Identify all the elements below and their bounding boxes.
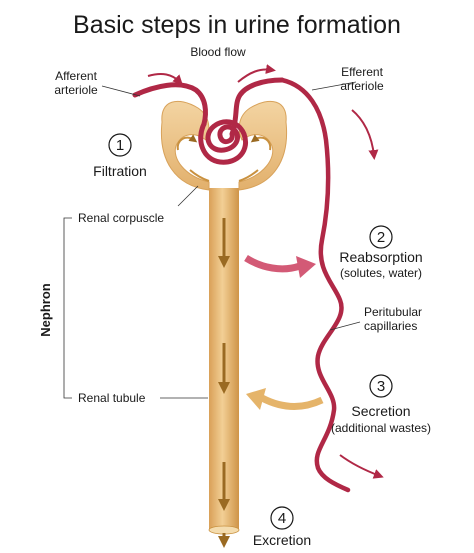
step-number-circle — [270, 506, 294, 530]
venous-flow-arrow — [339, 454, 384, 479]
step-number-circle — [108, 133, 132, 157]
efferent-label-line2: arteriole — [340, 79, 384, 93]
nephron-bracket — [63, 217, 72, 399]
step-number: 3 — [377, 378, 385, 395]
renal-tubule — [208, 188, 240, 548]
step-excretion: 4 Excretion — [253, 506, 311, 548]
step-number-circle — [369, 225, 393, 249]
blood-flow-arrow-in — [147, 73, 183, 85]
step-name: Secretion — [351, 403, 410, 419]
diagram-title: Basic steps in urine formation — [73, 11, 401, 39]
efferent-label: Efferent — [341, 65, 383, 79]
efferent-arteriole — [279, 77, 351, 493]
step-number: 1 — [116, 137, 124, 154]
step-detail: (additional wastes) — [331, 421, 431, 435]
step-name: Reabsorption — [339, 249, 422, 265]
peritubular-label: Peritubular — [364, 305, 422, 319]
step-number: 4 — [278, 510, 286, 527]
leader-lines — [63, 81, 361, 399]
renal-tubule-label: Renal tubule — [78, 391, 146, 405]
blood-flow-arrow-out — [237, 64, 276, 83]
step-reabsorption: 2 Reabsorption (solutes, water) — [339, 225, 423, 280]
step-name: Excretion — [253, 532, 311, 548]
blood-flow-label: Blood flow — [190, 45, 246, 59]
step-name: Filtration — [93, 163, 147, 179]
blood-vessels — [132, 64, 384, 493]
peritubular-label-line2: capillaries — [364, 319, 417, 333]
glomerular-capsule — [160, 100, 288, 191]
afferent-label: Afferent — [55, 69, 97, 83]
reabsorption-arrow — [244, 254, 302, 273]
step-detail: (solutes, water) — [340, 266, 422, 280]
glomerulus — [198, 77, 285, 165]
secretion-arrow — [260, 394, 324, 410]
step-secretion: 3 Secretion (additional wastes) — [331, 374, 431, 435]
step-number-circle — [369, 374, 393, 398]
afferent-arteriole — [132, 82, 208, 127]
nephron-label: Nephron — [38, 283, 53, 337]
step-filtration: 1 Filtration — [93, 133, 147, 179]
afferent-label-line2: arteriole — [54, 83, 98, 97]
efferent-flow-arrow — [351, 109, 379, 160]
step-number: 2 — [377, 229, 385, 246]
renal-corpuscle-label: Renal corpuscle — [78, 211, 164, 225]
